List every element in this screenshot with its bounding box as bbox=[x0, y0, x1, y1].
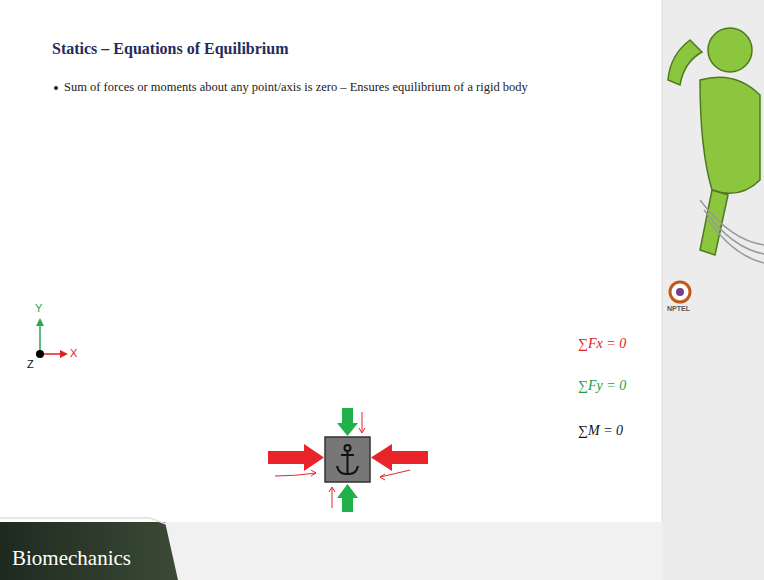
logo-text: NPTEL bbox=[667, 305, 690, 312]
force-top-head bbox=[337, 423, 358, 436]
force-left bbox=[268, 451, 306, 464]
banner-trim bbox=[0, 518, 166, 524]
anchor-icon bbox=[337, 445, 358, 474]
title-banner bbox=[0, 522, 178, 580]
y-axis bbox=[39, 324, 41, 354]
slide-title: Statics – Equations of Equilibrium bbox=[52, 40, 289, 58]
robot-logo bbox=[668, 28, 760, 255]
course-banner: Biomechanics bbox=[12, 546, 131, 571]
force-right-head bbox=[371, 444, 392, 471]
bullet-text: Sum of forces or moments about any point… bbox=[64, 74, 614, 100]
side-strip bbox=[662, 0, 764, 580]
rigid-block bbox=[325, 437, 370, 482]
force-bottom bbox=[342, 496, 353, 512]
logo-swoosh bbox=[700, 200, 764, 263]
z-axis-dot bbox=[36, 350, 44, 358]
y-axis-head bbox=[36, 318, 44, 326]
equation: ∑M = 0 bbox=[578, 423, 623, 439]
bullet-dot bbox=[54, 86, 58, 90]
axis-label: X bbox=[70, 347, 77, 359]
force-right bbox=[390, 451, 428, 464]
equation: ∑Fx = 0 bbox=[578, 336, 626, 352]
strip-edge bbox=[662, 0, 663, 522]
nptel-emblem bbox=[670, 282, 690, 302]
force-top bbox=[342, 408, 353, 425]
axis-label: Z bbox=[27, 358, 34, 370]
small-arrows bbox=[275, 412, 410, 508]
nptel-emblem-core bbox=[676, 288, 684, 296]
x-axis-head bbox=[60, 350, 68, 358]
force-bottom-head bbox=[337, 484, 358, 498]
equation: ∑Fy = 0 bbox=[578, 378, 626, 394]
axis-label: Y bbox=[35, 302, 42, 314]
force-left-head bbox=[304, 444, 324, 471]
slide-ground bbox=[0, 0, 662, 522]
